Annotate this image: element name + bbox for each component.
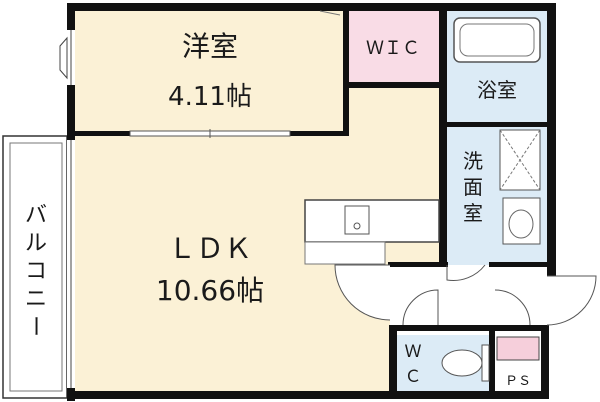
ldk-lower-floor: [75, 265, 390, 391]
western-room-floor: [75, 11, 347, 136]
toilet-bowl: [441, 349, 483, 377]
wc-label-1: Ｗ: [405, 342, 422, 362]
balcony-label: バ ル コ ニ ー: [22, 203, 47, 337]
balcony-char-4: ニ: [25, 287, 47, 312]
western-window-sash: [59, 36, 68, 80]
wc-label-2: Ｃ: [405, 367, 422, 387]
kitchen-wall-cabinet: [304, 241, 386, 265]
ldk-size: 10.66帖: [156, 274, 264, 307]
washroom-label-2: 面: [463, 175, 483, 199]
toilet-tank: [481, 344, 490, 382]
balcony-char-5: ー: [22, 315, 47, 337]
balcony-char-1: バ: [25, 203, 47, 228]
western-room-size: 4.11帖: [168, 82, 252, 112]
wc-door: [402, 289, 439, 326]
balcony-char-3: コ: [25, 259, 47, 284]
bathtub: [453, 17, 541, 63]
front-door: [546, 275, 597, 326]
ps-door: [494, 289, 531, 326]
entrance-floor: [390, 265, 547, 335]
kitchen-counter: [304, 199, 440, 243]
ldk-name: ＬＤＫ: [168, 232, 252, 265]
ps-label: ＰＳ: [505, 374, 531, 389]
ldk-entry-door: [334, 264, 391, 321]
western-room-name: 洋室: [182, 30, 238, 63]
balcony-char-2: ル: [25, 231, 47, 256]
washroom-label-3: 室: [463, 201, 483, 225]
ps-marker: [496, 336, 540, 361]
wic-label: ＷＩＣ: [366, 38, 420, 59]
kitchen-sink: [344, 205, 370, 235]
wic-floor: [347, 11, 439, 85]
wash-basin: [502, 197, 541, 245]
washroom-door: [446, 264, 486, 281]
balcony-area: [2, 135, 68, 399]
washroom-label-1: 洗: [463, 149, 483, 173]
bathroom-label: 浴室: [477, 78, 517, 102]
balcony-inner-rail: [9, 142, 63, 392]
